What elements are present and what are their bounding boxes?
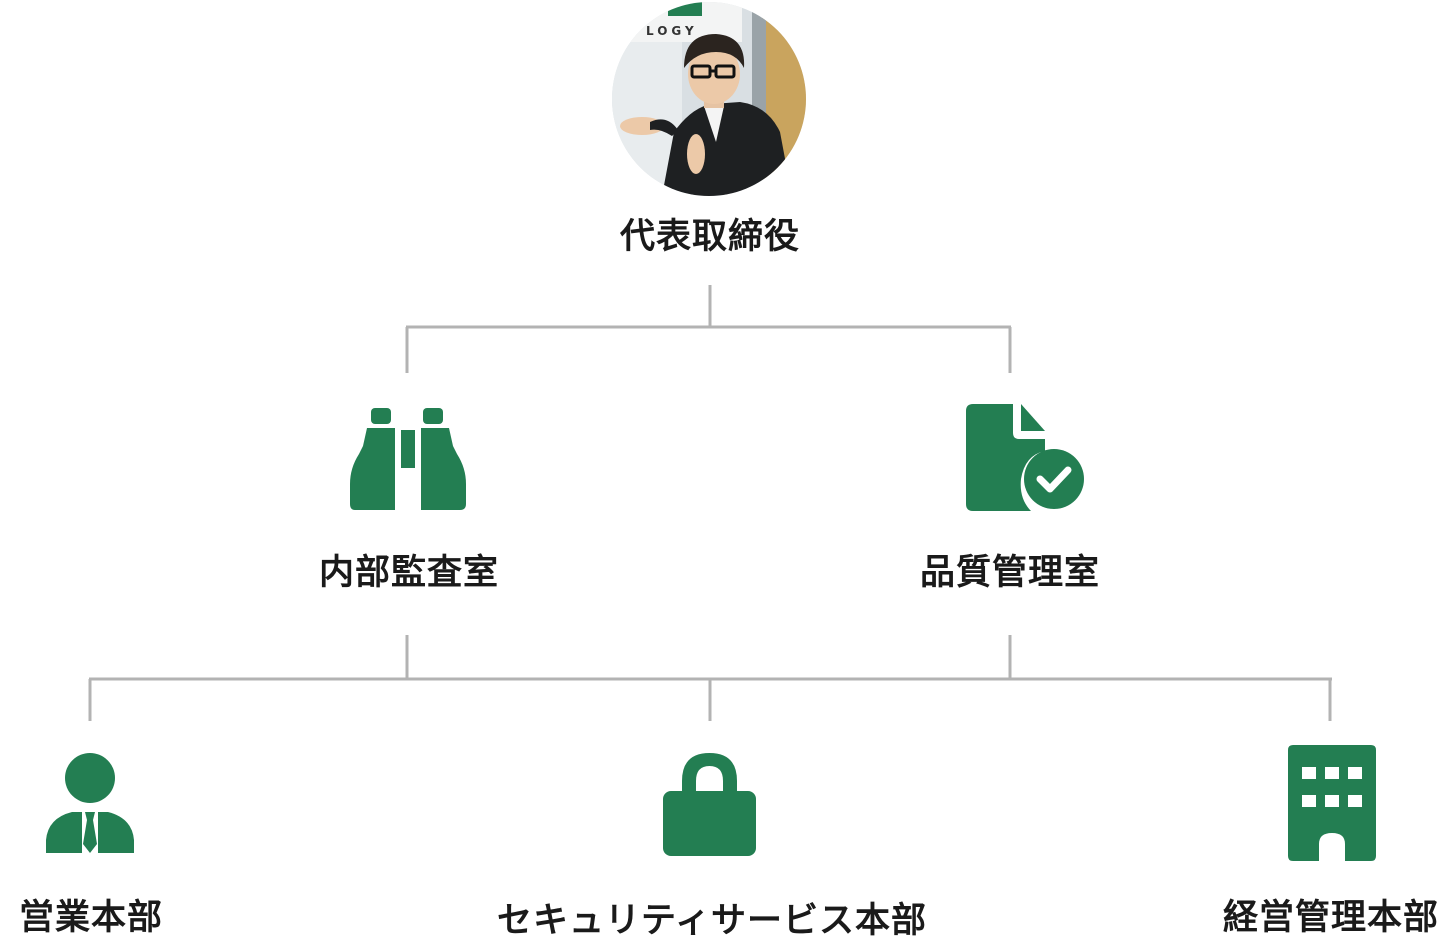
quality-office-label: 品質管理室 <box>919 553 1101 593</box>
building-icon <box>1288 745 1376 861</box>
security-division-label: セキュリティサービス本部 <box>497 901 927 941</box>
lock-icon <box>663 753 756 856</box>
logo-text: LOGY <box>646 24 698 38</box>
ceo-avatar: LOGY <box>612 2 806 196</box>
binoculars-icon <box>350 408 466 510</box>
admin-division-label: 経営管理本部 <box>1222 898 1440 938</box>
document-check-icon <box>966 404 1084 511</box>
businessman-icon <box>46 753 134 853</box>
ceo-label: 代表取締役 <box>619 217 801 257</box>
person-photo-icon: LOGY <box>612 2 806 196</box>
audit-office-label: 内部監査室 <box>318 553 500 593</box>
sales-division-label: 営業本部 <box>18 898 164 938</box>
